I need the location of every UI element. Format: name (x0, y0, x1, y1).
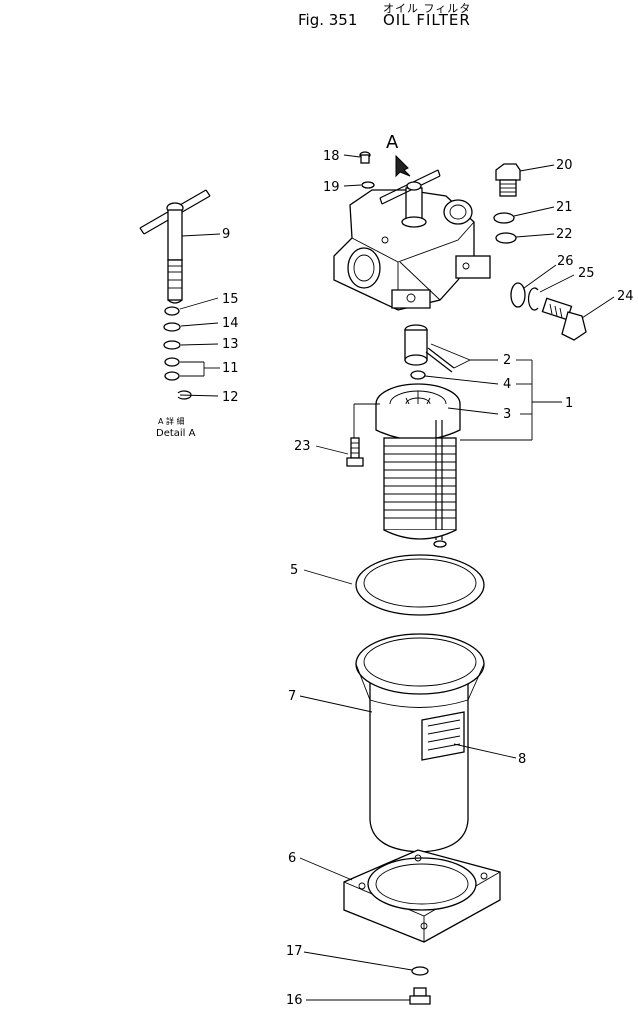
callout-23: 23 (294, 439, 311, 454)
figure-title: OIL FILTER (383, 11, 471, 29)
callout-6: 6 (288, 851, 296, 866)
bypass-valve-part-2 (404, 324, 455, 373)
detail-label-japanese: A 詳 細 (158, 417, 185, 426)
view-a-marker: A (386, 132, 399, 153)
callout-19: 19 (323, 180, 340, 195)
callout-21: 21 (556, 200, 573, 215)
callout-25: 25 (578, 266, 595, 281)
callout-24: 24 (617, 289, 634, 304)
bolt-part-20 (495, 163, 521, 197)
callout-15: 15 (222, 292, 239, 307)
callout-1: 1 (565, 396, 573, 411)
callout-14: 14 (222, 316, 239, 331)
callout-11: 11 (222, 361, 239, 376)
callout-20: 20 (556, 158, 573, 173)
ring-part-11-upper (164, 357, 180, 367)
detail-a-assembly: 9 15 14 13 11 12 (139, 189, 239, 405)
gasket-part-5 (355, 554, 485, 616)
washer-part-22 (495, 232, 517, 244)
washer-part-4 (410, 370, 426, 380)
ring-part-11-lower (164, 371, 180, 381)
callout-16: 16 (286, 993, 303, 1008)
washer-part-17 (411, 966, 429, 976)
mounting-flange-part-6 (343, 849, 501, 943)
view-a-arrow-icon (395, 154, 411, 178)
washer-part-26 (510, 282, 526, 308)
callout-22: 22 (556, 227, 573, 242)
callout-5: 5 (290, 563, 298, 578)
title-japanese: オイル フィルタ (383, 2, 472, 15)
callout-26: 26 (557, 254, 574, 269)
callout-12: 12 (222, 390, 239, 405)
ring-part-25 (527, 287, 539, 311)
drain-plug-part-16 (409, 987, 431, 1005)
valve-stem-part-9 (139, 189, 211, 304)
filter-head-assembly: A 18 19 (323, 132, 491, 311)
label-plate-part-8 (421, 711, 465, 761)
callout-4: 4 (503, 377, 511, 392)
callout-18: 18 (323, 149, 340, 164)
callout-13: 13 (222, 337, 239, 352)
callout-2: 2 (503, 353, 511, 368)
bolt-part-24 (541, 297, 587, 341)
filter-case-part-7 (355, 633, 485, 853)
filter-element-part-3 (375, 383, 461, 548)
figure-number: Fig. 351 (298, 11, 358, 29)
washer-part-19 (361, 181, 375, 189)
detail-label: Detail A (156, 428, 196, 439)
callout-3: 3 (503, 407, 511, 422)
lock-washer-part-21 (493, 212, 515, 224)
snap-ring-part-15 (164, 306, 180, 316)
ring-part-13 (163, 340, 181, 350)
callout-9: 9 (222, 227, 230, 242)
screw-part-18 (359, 151, 371, 164)
o-ring-part-14 (163, 322, 181, 332)
bolt-part-23 (346, 437, 364, 467)
callout-7: 7 (288, 689, 296, 704)
callout-17: 17 (286, 944, 303, 959)
callout-8: 8 (518, 752, 526, 767)
